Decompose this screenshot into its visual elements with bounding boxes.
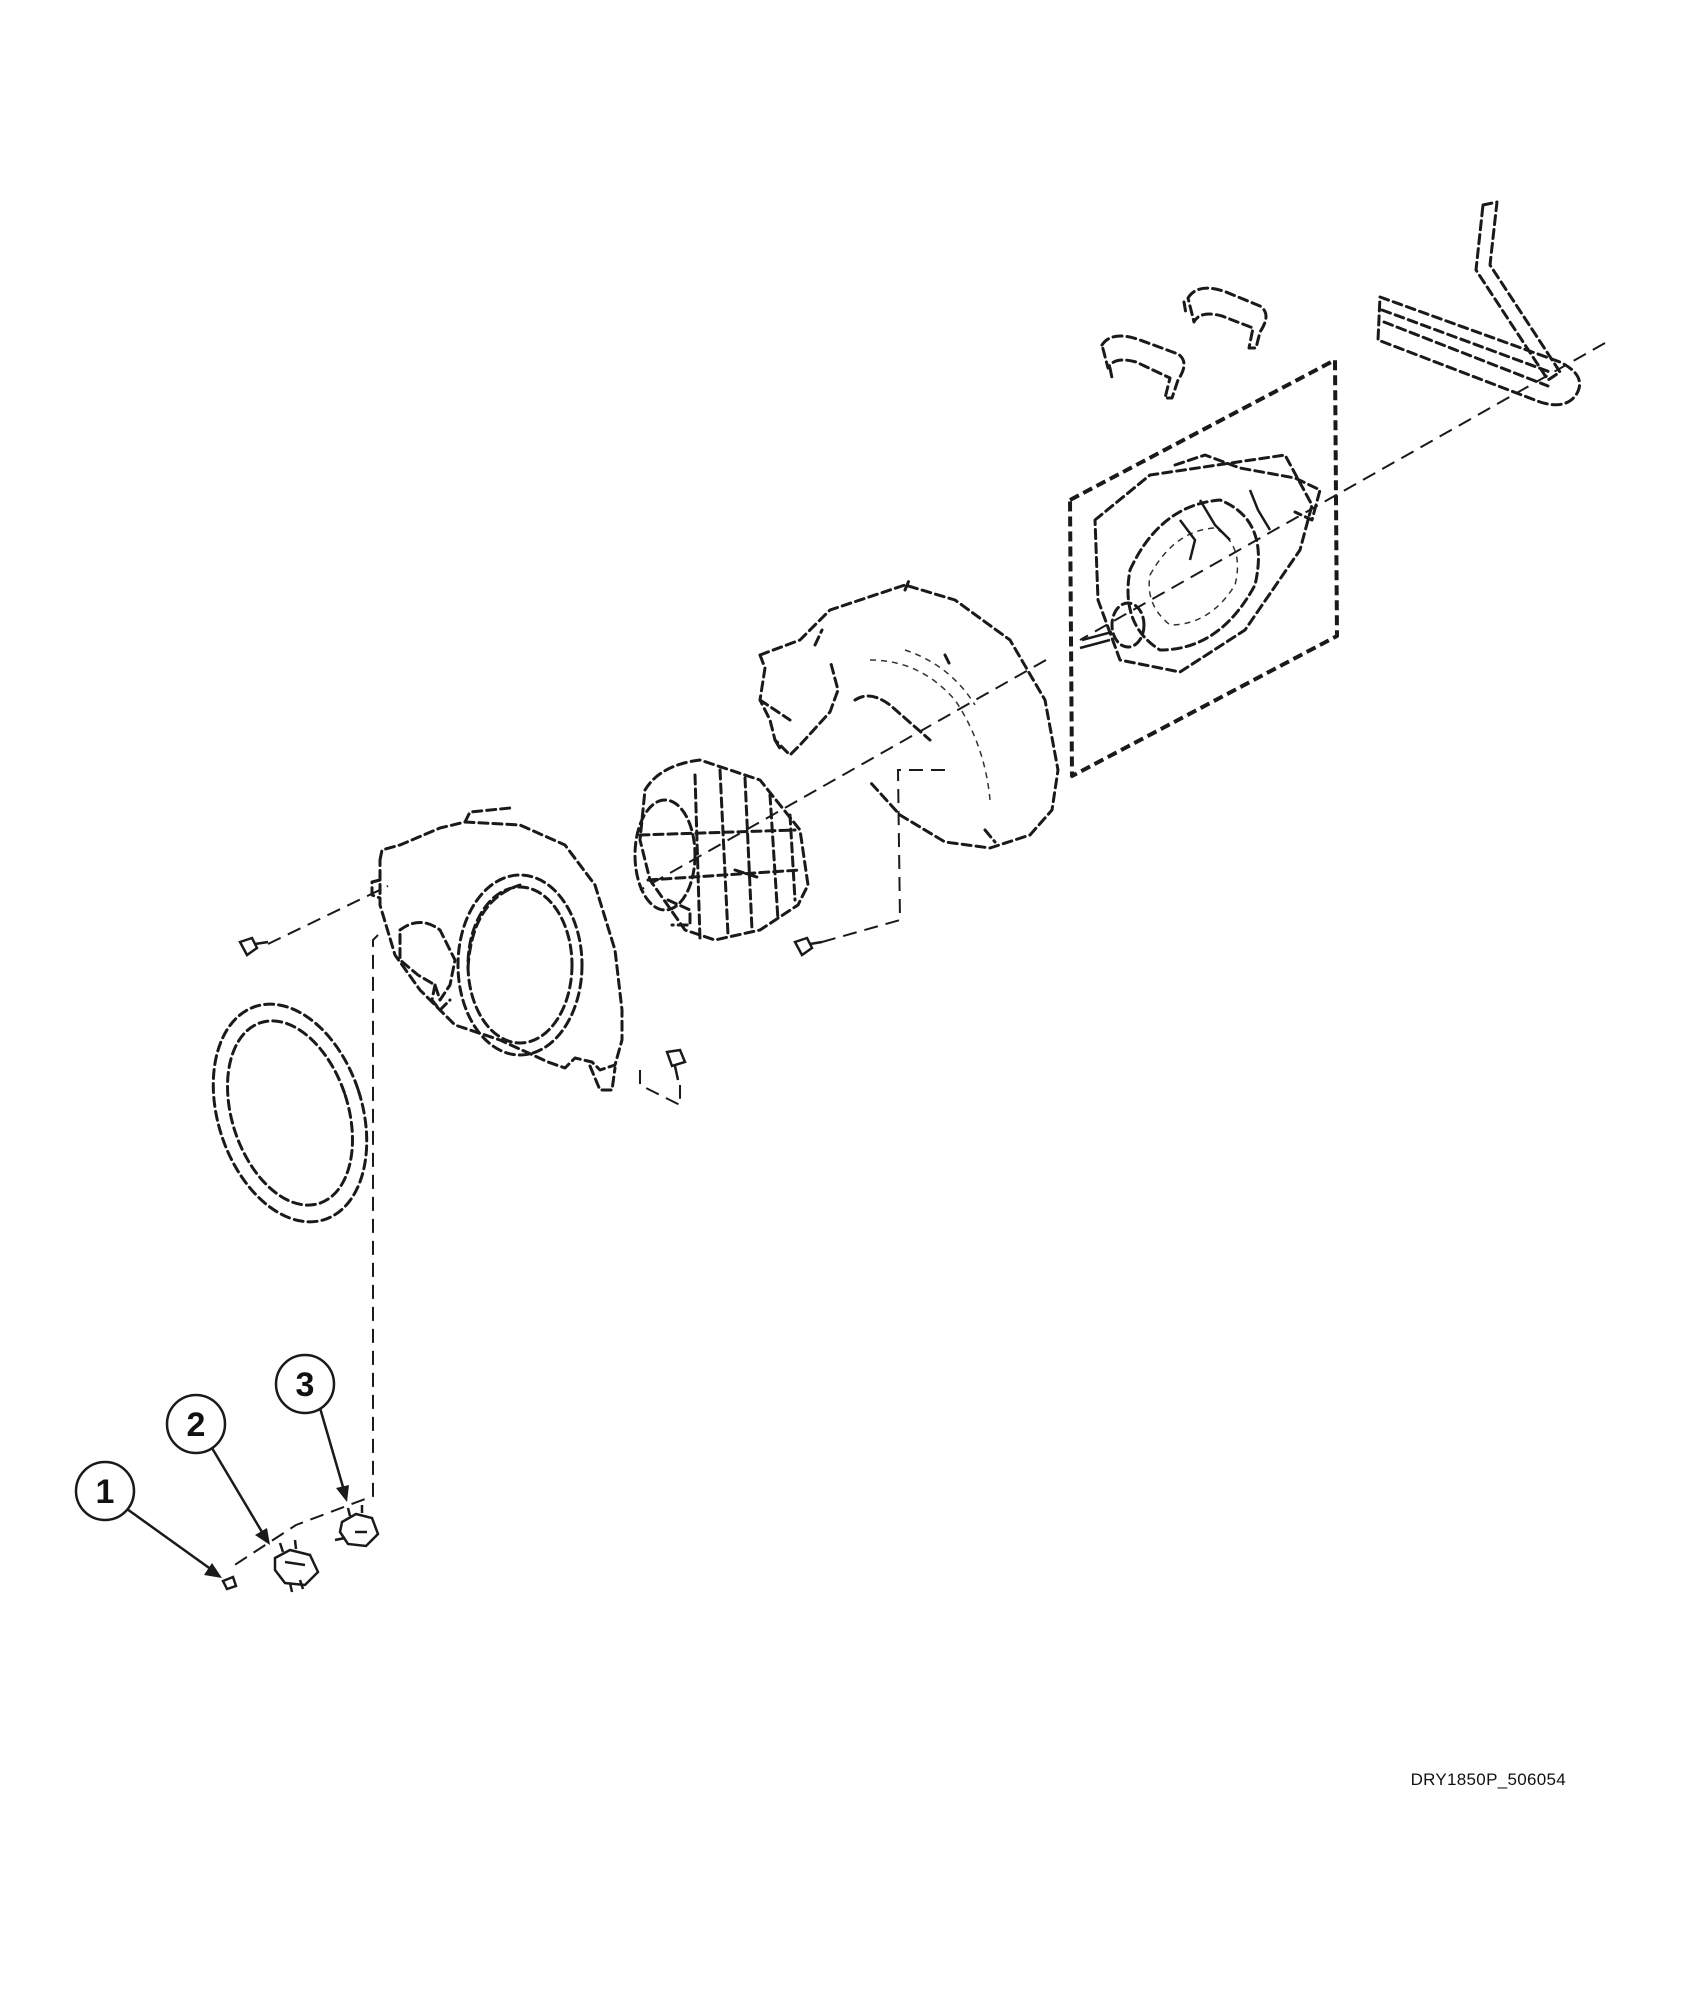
callout-2: 2 [165,1393,270,1545]
part-3-thermostat [334,1505,380,1548]
blower-wheel [633,758,810,942]
screw-wheel [793,936,823,957]
blower-housing-front [370,806,624,1092]
callout-3-number: 3 [296,1366,315,1404]
callout-1-number: 1 [96,1473,115,1511]
part-1-screw [221,1575,238,1591]
motor-clip-right [1182,286,1268,350]
callout-2-number: 2 [187,1406,206,1444]
assembly-centerlines [229,342,1606,1569]
drive-belt [1376,200,1581,407]
callout-3: 3 [274,1353,349,1502]
motor-clip-left [1100,334,1186,400]
callout-1: 1 [74,1460,222,1578]
blower-housing-back [758,576,1060,850]
drive-motor [1068,358,1339,778]
screw-upper-left [238,936,269,957]
screw-bottom [665,1048,687,1081]
blower-seal [211,1002,369,1224]
part-2-thermostat [273,1539,320,1593]
drawing-id-label: DRY1850P_506054 [1410,1770,1566,1789]
